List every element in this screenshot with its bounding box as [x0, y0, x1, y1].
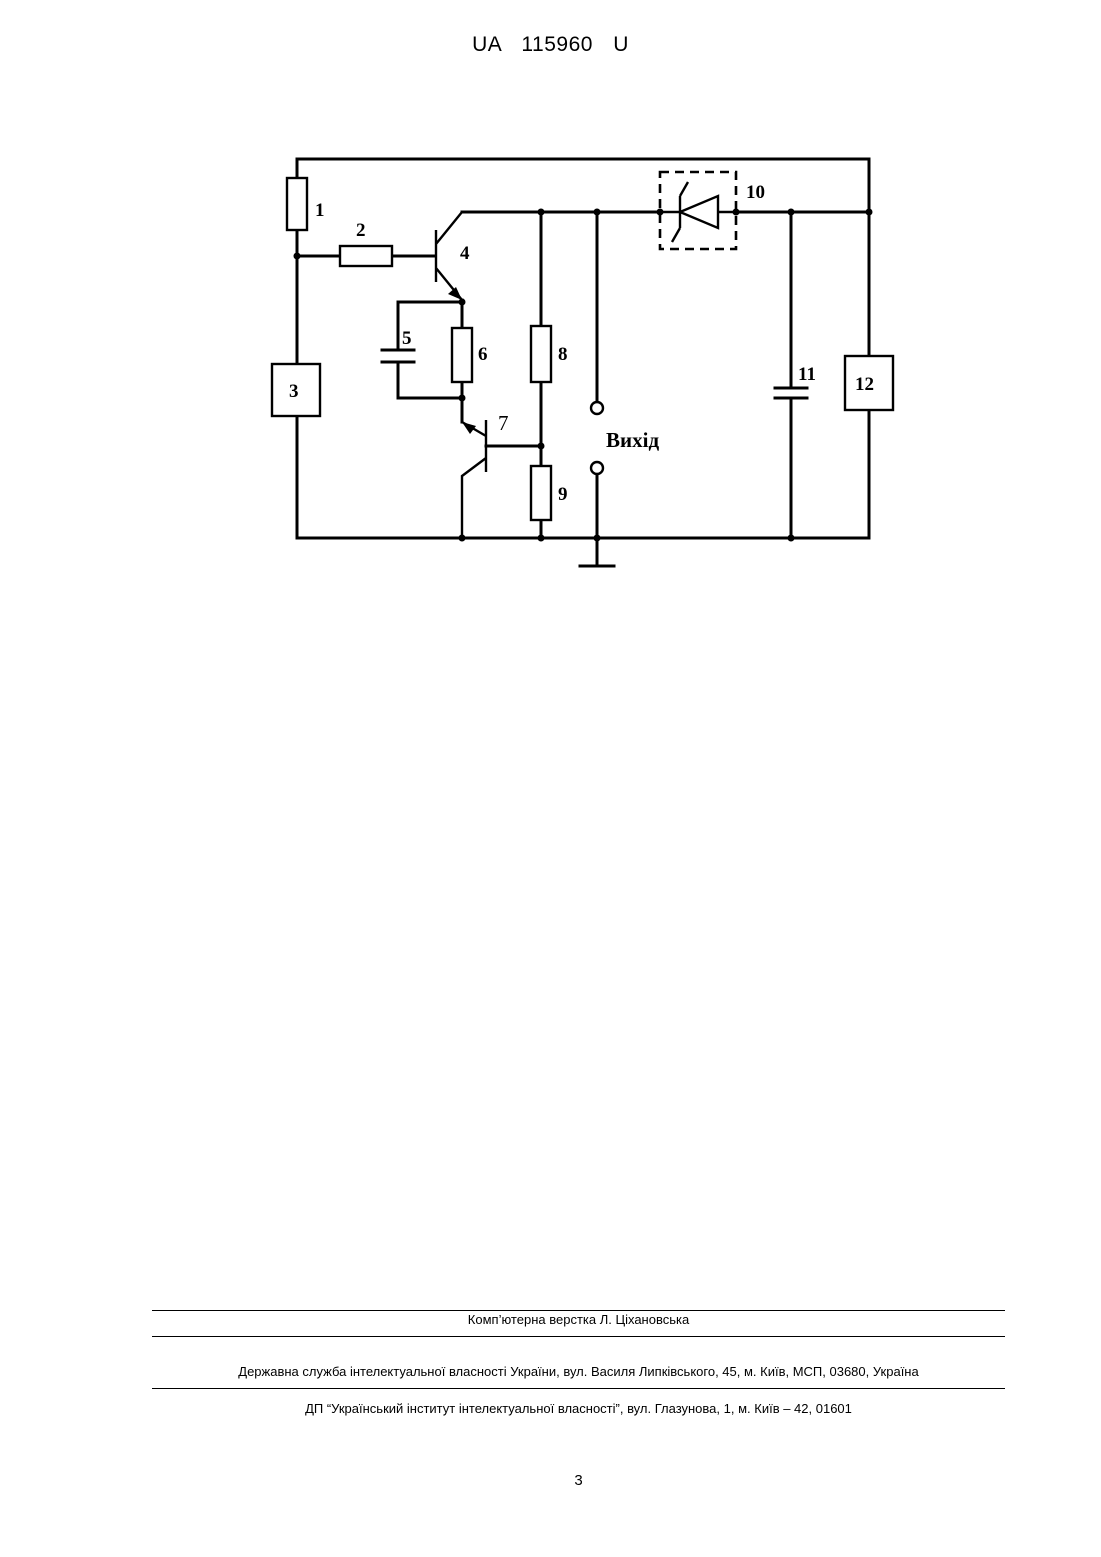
output-label: Вихід: [606, 428, 659, 452]
resistor-1: [287, 178, 307, 230]
institute-address: ДП “Український інститут інтелектуальної…: [0, 1401, 1101, 1416]
capacitor-11: [775, 388, 807, 398]
footer-rule-2: [152, 1336, 1005, 1337]
label-4: 4: [460, 243, 470, 264]
ground-symbol: [580, 538, 614, 566]
circuit-diagram: 1 2 3 4 6 5 7 8 9 Вихід 10 11 12: [0, 0, 1101, 620]
agency-address: Державна служба інтелектуальної власност…: [0, 1364, 1101, 1379]
label-5: 5: [402, 328, 412, 349]
label-3: 3: [289, 381, 299, 402]
resistor-9: [531, 466, 551, 520]
label-6: 6: [478, 344, 488, 365]
transistor-7-emitter-arrow: [462, 422, 476, 434]
transistor-4: [436, 212, 462, 300]
label-10: 10: [746, 182, 765, 203]
output-terminal-top: [591, 402, 603, 414]
resistor-8: [531, 326, 551, 382]
label-1: 1: [315, 200, 325, 221]
label-8: 8: [558, 344, 568, 365]
label-9: 9: [558, 484, 568, 505]
label-7: 7: [498, 411, 509, 435]
output-terminal-bottom: [591, 462, 603, 474]
transistor-4-emitter-arrow: [448, 287, 462, 300]
footer-rule-3: [152, 1388, 1005, 1389]
label-11: 11: [798, 364, 816, 385]
footer-rule-1: [152, 1310, 1005, 1311]
resistor-2: [340, 246, 392, 266]
label-12: 12: [855, 374, 874, 395]
label-2: 2: [356, 220, 366, 241]
element-10-diode: [660, 182, 736, 242]
page-number: 3: [0, 1472, 1101, 1489]
capacitor-5: [382, 350, 414, 362]
transistor-7: [462, 420, 486, 538]
top-rail-wire: [297, 159, 869, 212]
typesetting-credit: Комп’ютерна верстка Л. Ціхановська: [0, 1312, 1101, 1327]
resistor-6: [452, 328, 472, 382]
element-10-dashed-box: [660, 172, 736, 249]
